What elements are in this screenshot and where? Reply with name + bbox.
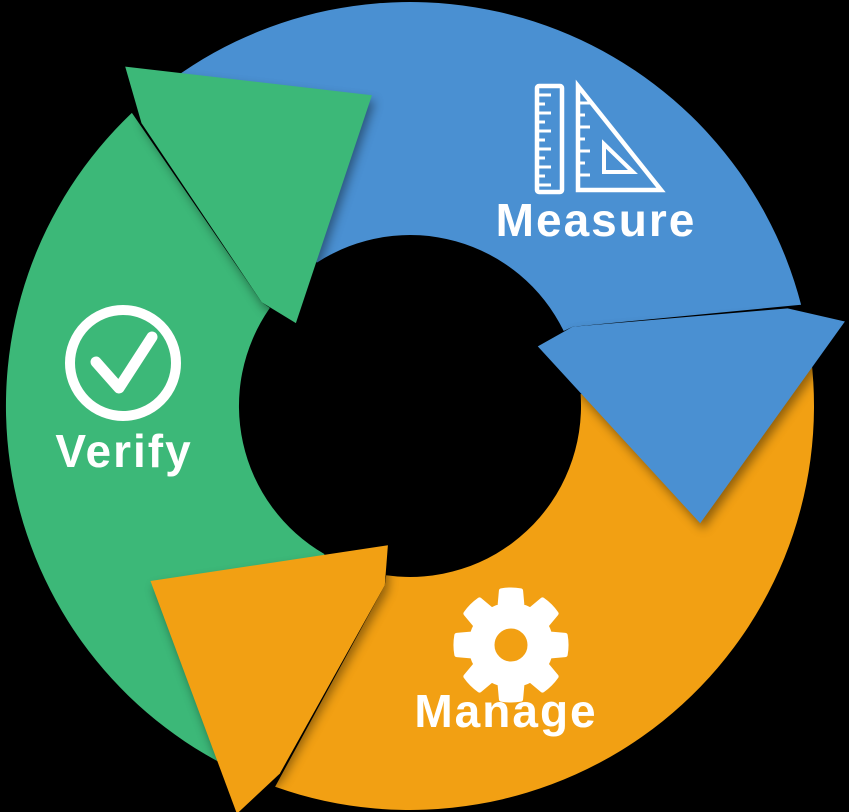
set-square-inner-triangle [602,139,638,174]
check-circle-ring [65,305,181,421]
arrow-head-verify [125,66,372,324]
step-label-measure: Measure [496,194,697,246]
arrow-head-manage [150,545,388,812]
arrow-heads [125,66,845,812]
step-label-manage: Manage [414,685,597,737]
set-square-icon [575,79,666,193]
step-label-verify: Verify [55,425,192,477]
gear-icon [453,587,569,703]
ruler-icon [534,83,565,195]
arrow-head-measure [537,308,845,524]
check-mark [90,331,158,394]
ruler-set-square-icon [534,79,666,195]
set-square-ticks [579,101,590,177]
check-circle-icon [65,305,181,421]
ruler-ticks [538,93,551,187]
arrow-body-measure [172,2,802,332]
